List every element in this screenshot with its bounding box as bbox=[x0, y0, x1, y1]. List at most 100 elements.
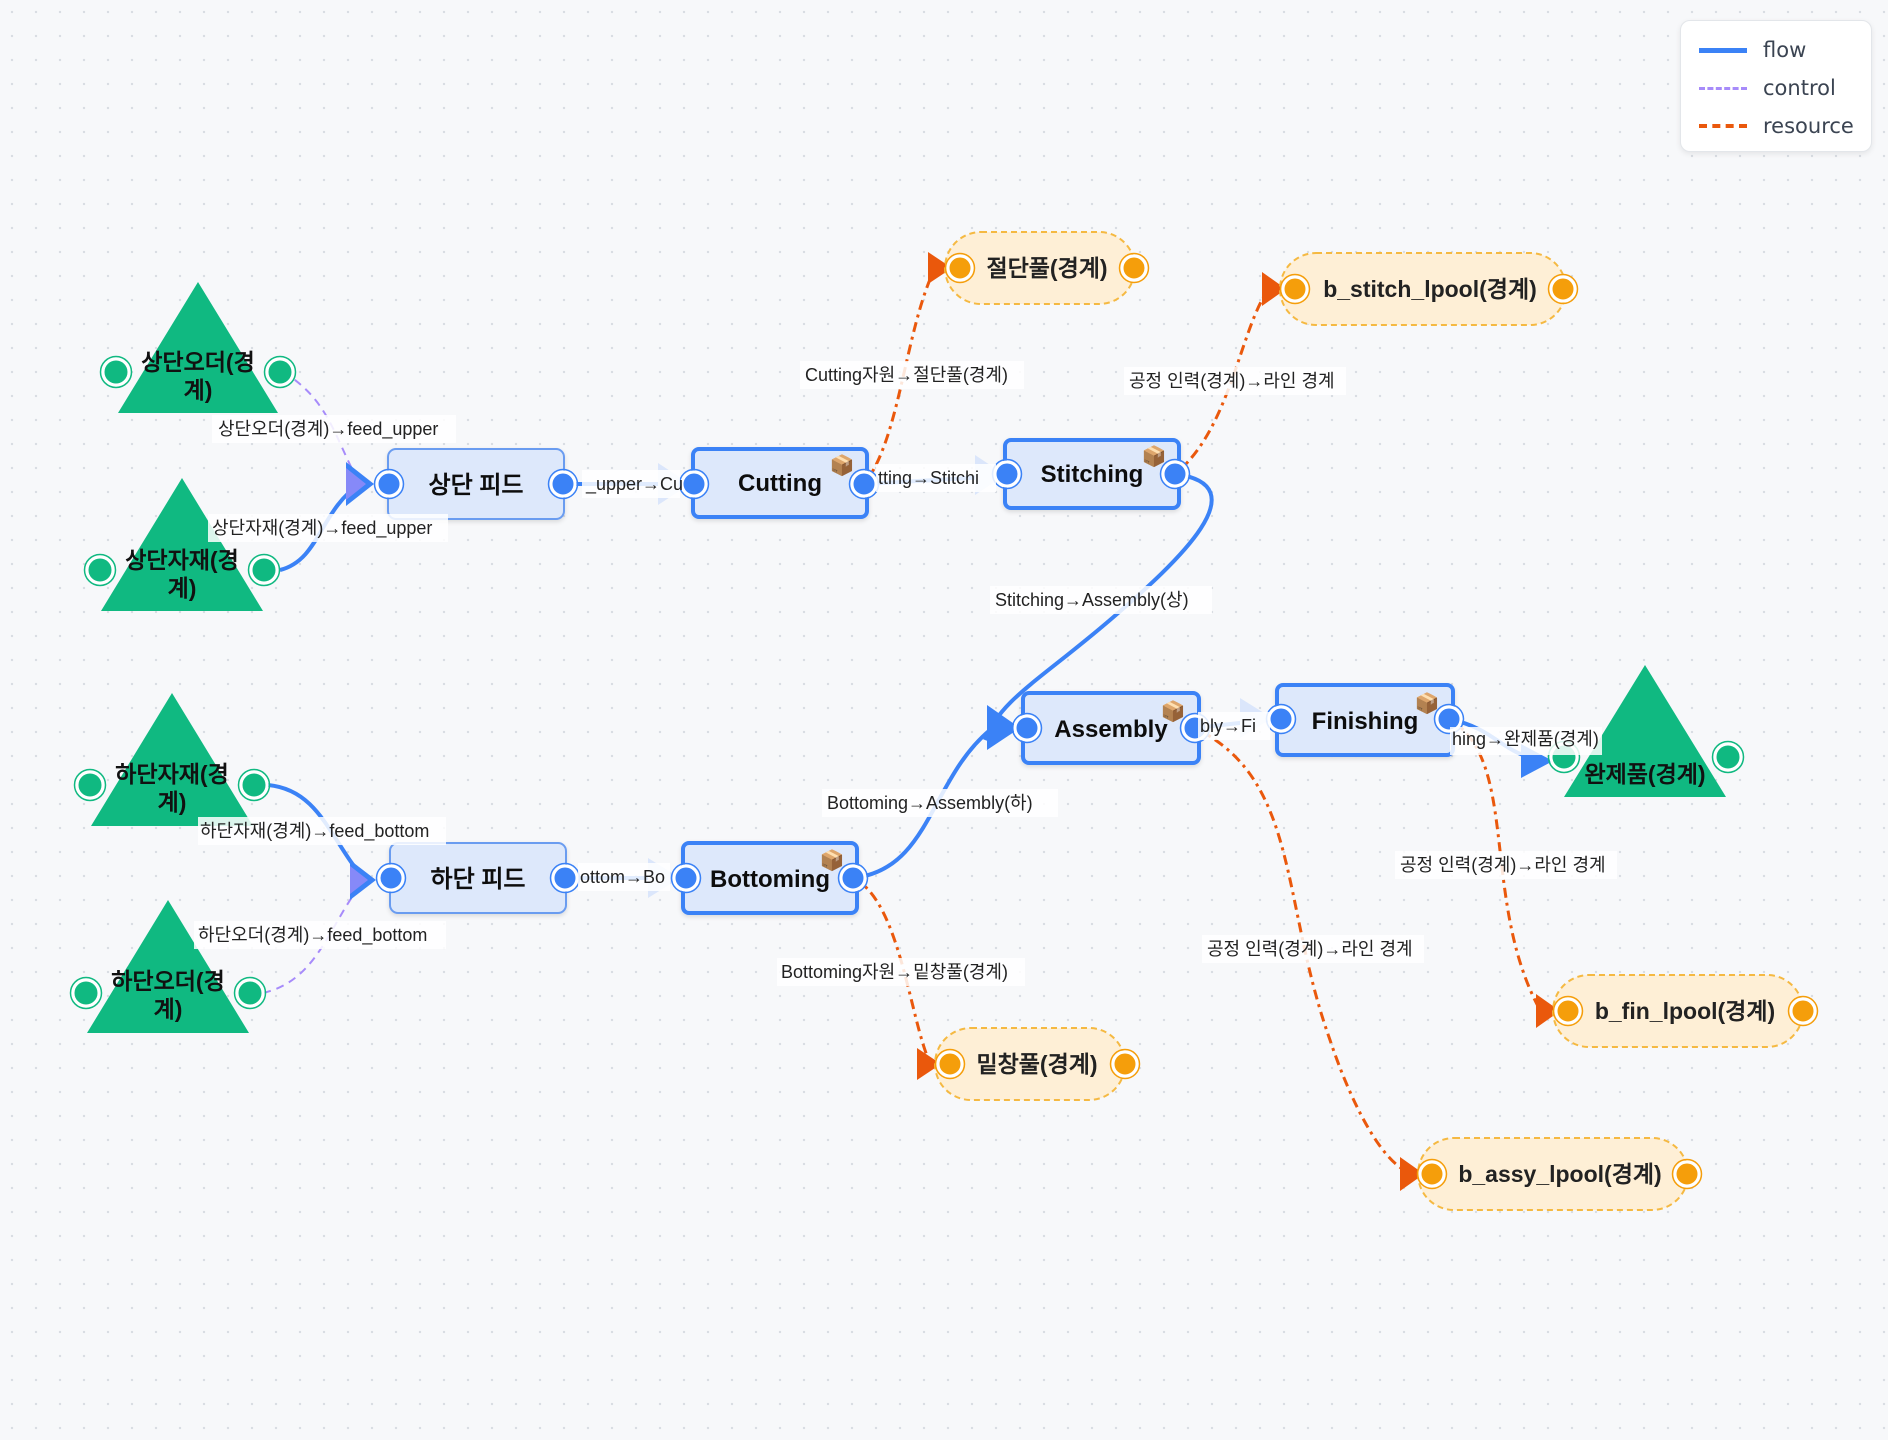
port-feed-lower-in[interactable] bbox=[377, 864, 405, 892]
svg-text:tting→Stitchi: tting→Stitchi bbox=[878, 468, 979, 488]
edge-upper-order-to-feed[interactable] bbox=[282, 371, 361, 485]
stage-ports bbox=[373, 458, 1465, 894]
port-cut-pool-in[interactable] bbox=[946, 254, 974, 282]
node-cutting-label: Cutting bbox=[738, 470, 822, 497]
port-feed-upper-in[interactable] bbox=[375, 470, 403, 498]
edge-label-cutting-resource: Cutting자원→절단풀(경계) bbox=[800, 361, 1024, 389]
port-stitch-pool-out[interactable] bbox=[1549, 275, 1577, 303]
port-finishing-out[interactable] bbox=[1435, 705, 1463, 733]
port-cutting-in[interactable] bbox=[680, 470, 708, 498]
node-bottoming[interactable]: Bottoming 📦 bbox=[681, 841, 859, 915]
boundary-lower-order-label-line2: 계) bbox=[154, 996, 183, 1022]
port-feed-upper-out[interactable] bbox=[549, 470, 577, 498]
svg-text:하단오더(경계)→feed_bottom: 하단오더(경계)→feed_bottom bbox=[198, 925, 427, 946]
svg-text:Bottoming자원→밑창풀(경계): Bottoming자원→밑창풀(경계) bbox=[781, 962, 1008, 982]
pool-stitch[interactable]: b_stitch_lpool(경계) bbox=[1279, 252, 1579, 326]
port-finished-out[interactable] bbox=[1713, 742, 1743, 772]
boundary-lower-material-label: 하단자재(경 bbox=[115, 761, 228, 787]
port-fin-pool-out[interactable] bbox=[1789, 997, 1817, 1025]
edge-stitching-to-assembly[interactable] bbox=[983, 472, 1214, 741]
boundary-upper-order-label-line2: 계) bbox=[184, 377, 213, 403]
node-stitching[interactable]: Stitching 📦 bbox=[1003, 438, 1181, 510]
pool-cut-label: 절단풀(경계) bbox=[986, 255, 1107, 281]
port-cut-pool-out[interactable] bbox=[1120, 254, 1148, 282]
port-upper-order-out[interactable] bbox=[265, 357, 295, 387]
pool-assy[interactable]: b_assy_lpool(경계) bbox=[1416, 1137, 1703, 1211]
pool-fin-label: b_fin_lpool(경계) bbox=[1595, 998, 1775, 1024]
pool-sole[interactable]: 밑창풀(경계) bbox=[934, 1027, 1141, 1101]
node-feed-lower[interactable]: 하단 피드 bbox=[389, 842, 567, 914]
boundary-finished-label: 완제품(경계) bbox=[1584, 761, 1705, 787]
package-icon: 📦 bbox=[830, 453, 855, 477]
edge-label-cutting-stitching: tting→Stitchi bbox=[876, 464, 996, 492]
svg-text:Stitching→Assembly(상): Stitching→Assembly(상) bbox=[995, 590, 1189, 610]
legend-swatch-flow bbox=[1699, 47, 1747, 53]
legend-label-flow: flow bbox=[1763, 38, 1807, 62]
edge-label-upper-order-feed: 상단오더(경계)→feed_upper bbox=[212, 415, 456, 443]
boundary-lower-material[interactable]: 하단자재(경 계) bbox=[73, 693, 271, 826]
node-finishing[interactable]: Finishing 📦 bbox=[1275, 683, 1455, 757]
port-bottoming-out[interactable] bbox=[839, 864, 867, 892]
svg-text:bly→Fi: bly→Fi bbox=[1200, 716, 1256, 736]
node-feed-upper[interactable]: 상단 피드 bbox=[387, 448, 565, 520]
edge-label-feed-upper-cutting: _upper→Cu bbox=[582, 470, 683, 498]
arrowhead-cut-pool bbox=[928, 252, 952, 284]
node-cutting[interactable]: Cutting 📦 bbox=[691, 447, 869, 519]
svg-text:Bottoming→Assembly(하): Bottoming→Assembly(하) bbox=[827, 793, 1033, 813]
edge-label-lower-order-feed: 하단오더(경계)→feed_bottom bbox=[194, 921, 446, 949]
legend-swatch-resource bbox=[1699, 124, 1747, 128]
package-icon: 📦 bbox=[1142, 444, 1167, 468]
legend-swatch-control bbox=[1699, 86, 1747, 90]
port-finishing-in[interactable] bbox=[1267, 705, 1295, 733]
port-bottoming-in[interactable] bbox=[672, 864, 700, 892]
port-lower-material-out[interactable] bbox=[239, 770, 269, 800]
edge-label-assembly-resource: 공정 인력(경계)→라인 경계 bbox=[1202, 935, 1424, 963]
port-assy-pool-out[interactable] bbox=[1673, 1160, 1701, 1188]
port-assy-pool-in[interactable] bbox=[1418, 1160, 1446, 1188]
pool-sole-label: 밑창풀(경계) bbox=[976, 1051, 1097, 1077]
port-sole-pool-in[interactable] bbox=[936, 1050, 964, 1078]
svg-text:공정 인력(경계)→라인 경계: 공정 인력(경계)→라인 경계 bbox=[1207, 939, 1413, 959]
arrowhead-feed-lower-overlay bbox=[350, 866, 368, 894]
arrowhead-assembly bbox=[987, 705, 1020, 750]
legend-item-flow: flow bbox=[1699, 35, 1806, 65]
arrowhead-feed-upper-overlay bbox=[346, 468, 366, 500]
boundary-upper-material-label: 상단자재(경 bbox=[125, 547, 238, 573]
edge-stitching-resource[interactable] bbox=[1174, 289, 1270, 476]
boundary-upper-material[interactable]: 상단자재(경 계) bbox=[83, 478, 281, 611]
node-bottoming-label: Bottoming bbox=[710, 866, 830, 893]
port-upper-material-out[interactable] bbox=[249, 555, 279, 585]
port-stitching-in[interactable] bbox=[993, 460, 1021, 488]
port-fin-pool-in[interactable] bbox=[1554, 997, 1582, 1025]
port-lower-order-in[interactable] bbox=[71, 978, 101, 1008]
node-assembly-label: Assembly bbox=[1054, 716, 1168, 743]
port-lower-order-out[interactable] bbox=[235, 978, 265, 1008]
legend-item-control: control bbox=[1699, 73, 1836, 103]
node-feed-lower-label: 하단 피드 bbox=[431, 866, 526, 893]
boundary-upper-order[interactable]: 상단오더(경 계) bbox=[99, 282, 297, 413]
boundary-lower-order[interactable]: 하단오더(경 계) bbox=[69, 900, 267, 1033]
port-assembly-in[interactable] bbox=[1013, 714, 1041, 742]
node-finishing-label: Finishing bbox=[1312, 708, 1419, 735]
node-assembly[interactable]: Assembly 📦 bbox=[1021, 691, 1201, 765]
pool-assy-label: b_assy_lpool(경계) bbox=[1458, 1161, 1661, 1187]
port-cutting-out[interactable] bbox=[850, 470, 878, 498]
port-stitching-out[interactable] bbox=[1161, 460, 1189, 488]
edge-label-bottoming-assembly: Bottoming→Assembly(하) bbox=[822, 789, 1058, 817]
port-sole-pool-out[interactable] bbox=[1111, 1050, 1139, 1078]
edge-bottoming-to-assembly[interactable] bbox=[852, 728, 992, 880]
port-stitch-pool-in[interactable] bbox=[1281, 275, 1309, 303]
svg-text:ottom→Bo: ottom→Bo bbox=[580, 867, 665, 887]
arrowhead-fin-pool bbox=[1536, 994, 1560, 1028]
pool-cut[interactable]: 절단풀(경계) bbox=[944, 231, 1150, 305]
package-icon: 📦 bbox=[1161, 699, 1186, 723]
edge-label-upper-material-feed: 상단자재(경계)→feed_upper bbox=[208, 514, 448, 542]
port-upper-order-in[interactable] bbox=[101, 357, 131, 387]
port-feed-lower-out[interactable] bbox=[551, 864, 579, 892]
svg-text:상단자재(경계)→feed_upper: 상단자재(경계)→feed_upper bbox=[212, 518, 432, 539]
pool-stitch-label: b_stitch_lpool(경계) bbox=[1323, 276, 1537, 302]
port-lower-material-in[interactable] bbox=[75, 770, 105, 800]
port-upper-material-in[interactable] bbox=[85, 555, 115, 585]
pool-fin[interactable]: b_fin_lpool(경계) bbox=[1552, 974, 1819, 1048]
